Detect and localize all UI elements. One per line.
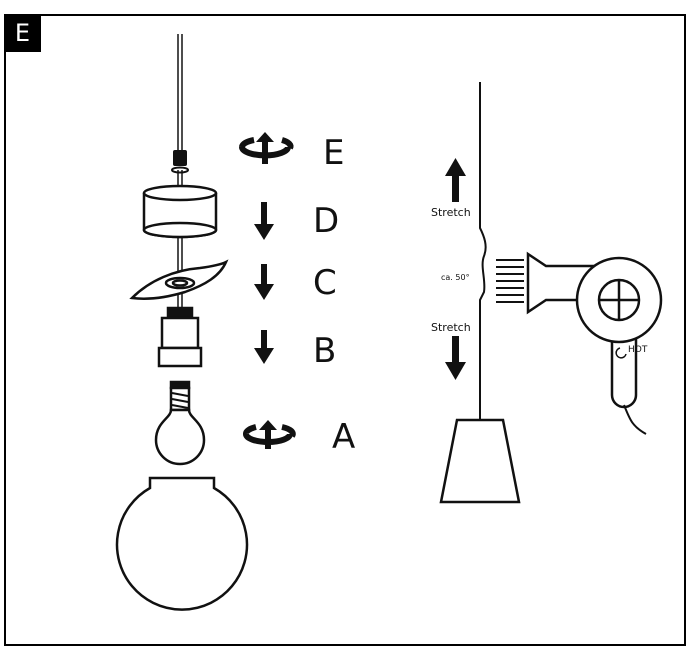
step-d-label: D (313, 201, 340, 241)
arrow-down-icon (254, 202, 274, 240)
cable-grip (171, 150, 189, 174)
stretch-up-label: Stretch (431, 206, 471, 219)
globe-shade (115, 476, 249, 611)
light-bulb (154, 380, 206, 466)
rotate-icon (243, 420, 296, 449)
canopy-cup (142, 184, 218, 239)
step-e-label: E (323, 133, 345, 173)
shade-clip (129, 259, 229, 300)
rotate-icon (239, 132, 294, 164)
panel-label: E (4, 14, 41, 52)
arrow-down-icon (254, 330, 274, 364)
arrow-down-icon (254, 264, 274, 300)
temperature-label: ca. 50° (441, 273, 470, 282)
lamp-socket (157, 306, 203, 368)
lamp-shade (439, 418, 521, 504)
hot-label: HOT (628, 345, 648, 355)
heat-cable (479, 82, 487, 420)
diagram-frame (4, 14, 686, 646)
step-c-label: C (313, 263, 337, 303)
stretch-down-label: Stretch (431, 321, 471, 334)
heat-lines (496, 259, 524, 303)
arrow-down-icon (445, 336, 466, 380)
arrow-up-icon (445, 158, 466, 202)
step-b-label: B (313, 331, 337, 371)
hair-dryer-icon (526, 251, 663, 435)
step-a-label: A (332, 417, 356, 457)
